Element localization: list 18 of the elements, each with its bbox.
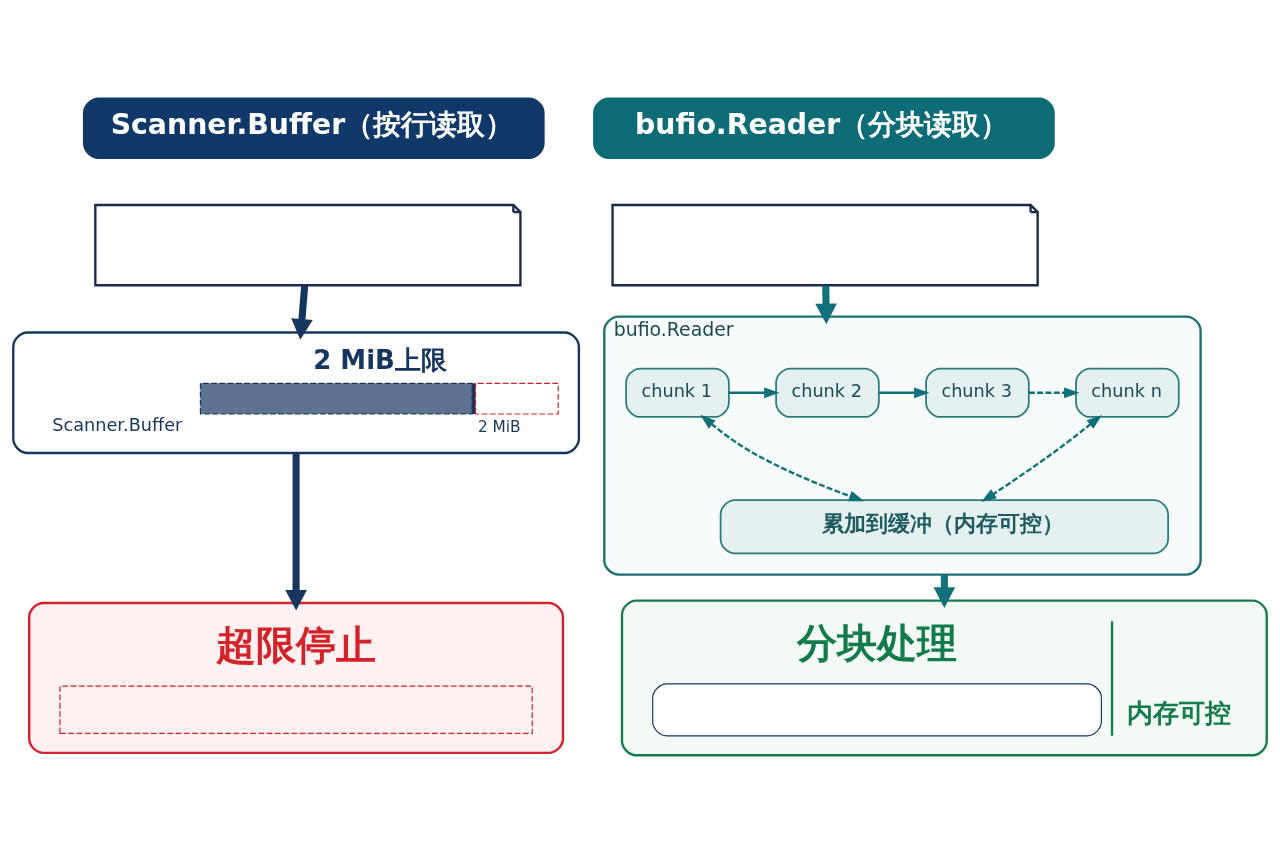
node-box: chunk n [1075, 367, 1180, 418]
arrow [729, 386, 780, 398]
arrow [879, 386, 930, 398]
node-box: Scanner.Buffer 2 MiB上限 2 MiB [12, 330, 581, 454]
arrow [815, 285, 837, 324]
arrow [981, 414, 1102, 502]
arrow [700, 414, 865, 501]
node-box: 超限停止 [28, 601, 565, 754]
node-box: chunk 2 [775, 367, 880, 418]
arrow [1029, 386, 1080, 398]
node-box: 分块处理 内存可控 [620, 598, 1268, 756]
arrow [285, 452, 307, 611]
arrow [291, 284, 313, 340]
node-box: chunk 1 [625, 367, 730, 418]
node-box: bufio.Reader（分块读取） [593, 97, 1055, 159]
node-box: Scanner.Buffer（按行读取） [82, 97, 545, 159]
node-box: 累加到缓冲（内存可控） [719, 498, 1170, 554]
node-box: chunk 3 [925, 367, 1030, 418]
